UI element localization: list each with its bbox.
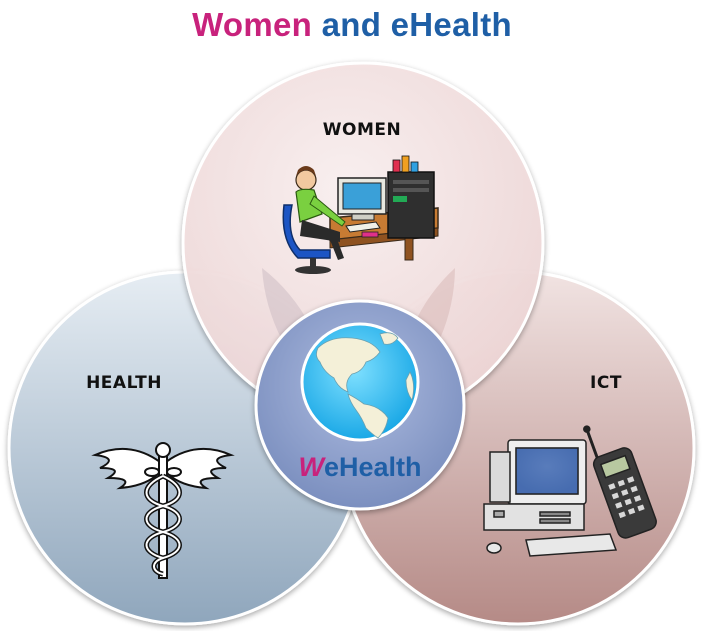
women-label: WOMEN xyxy=(323,120,401,140)
caduceus-icon xyxy=(91,442,235,579)
brand-w: W xyxy=(298,452,326,482)
woman-at-computer-icon xyxy=(282,155,439,274)
ict-label: ICT xyxy=(590,373,622,393)
diagram-title: Women and eHealth xyxy=(0,6,704,44)
title-ehealth: and eHealth xyxy=(321,6,512,43)
health-label: HEALTH xyxy=(86,373,162,393)
brand-ehealth: eHealth xyxy=(324,452,422,482)
wehealth-brand: WeHealth xyxy=(298,452,421,482)
globe-icon xyxy=(300,322,420,442)
computer-and-phone-icon xyxy=(483,425,657,557)
title-women: Women xyxy=(192,6,313,43)
